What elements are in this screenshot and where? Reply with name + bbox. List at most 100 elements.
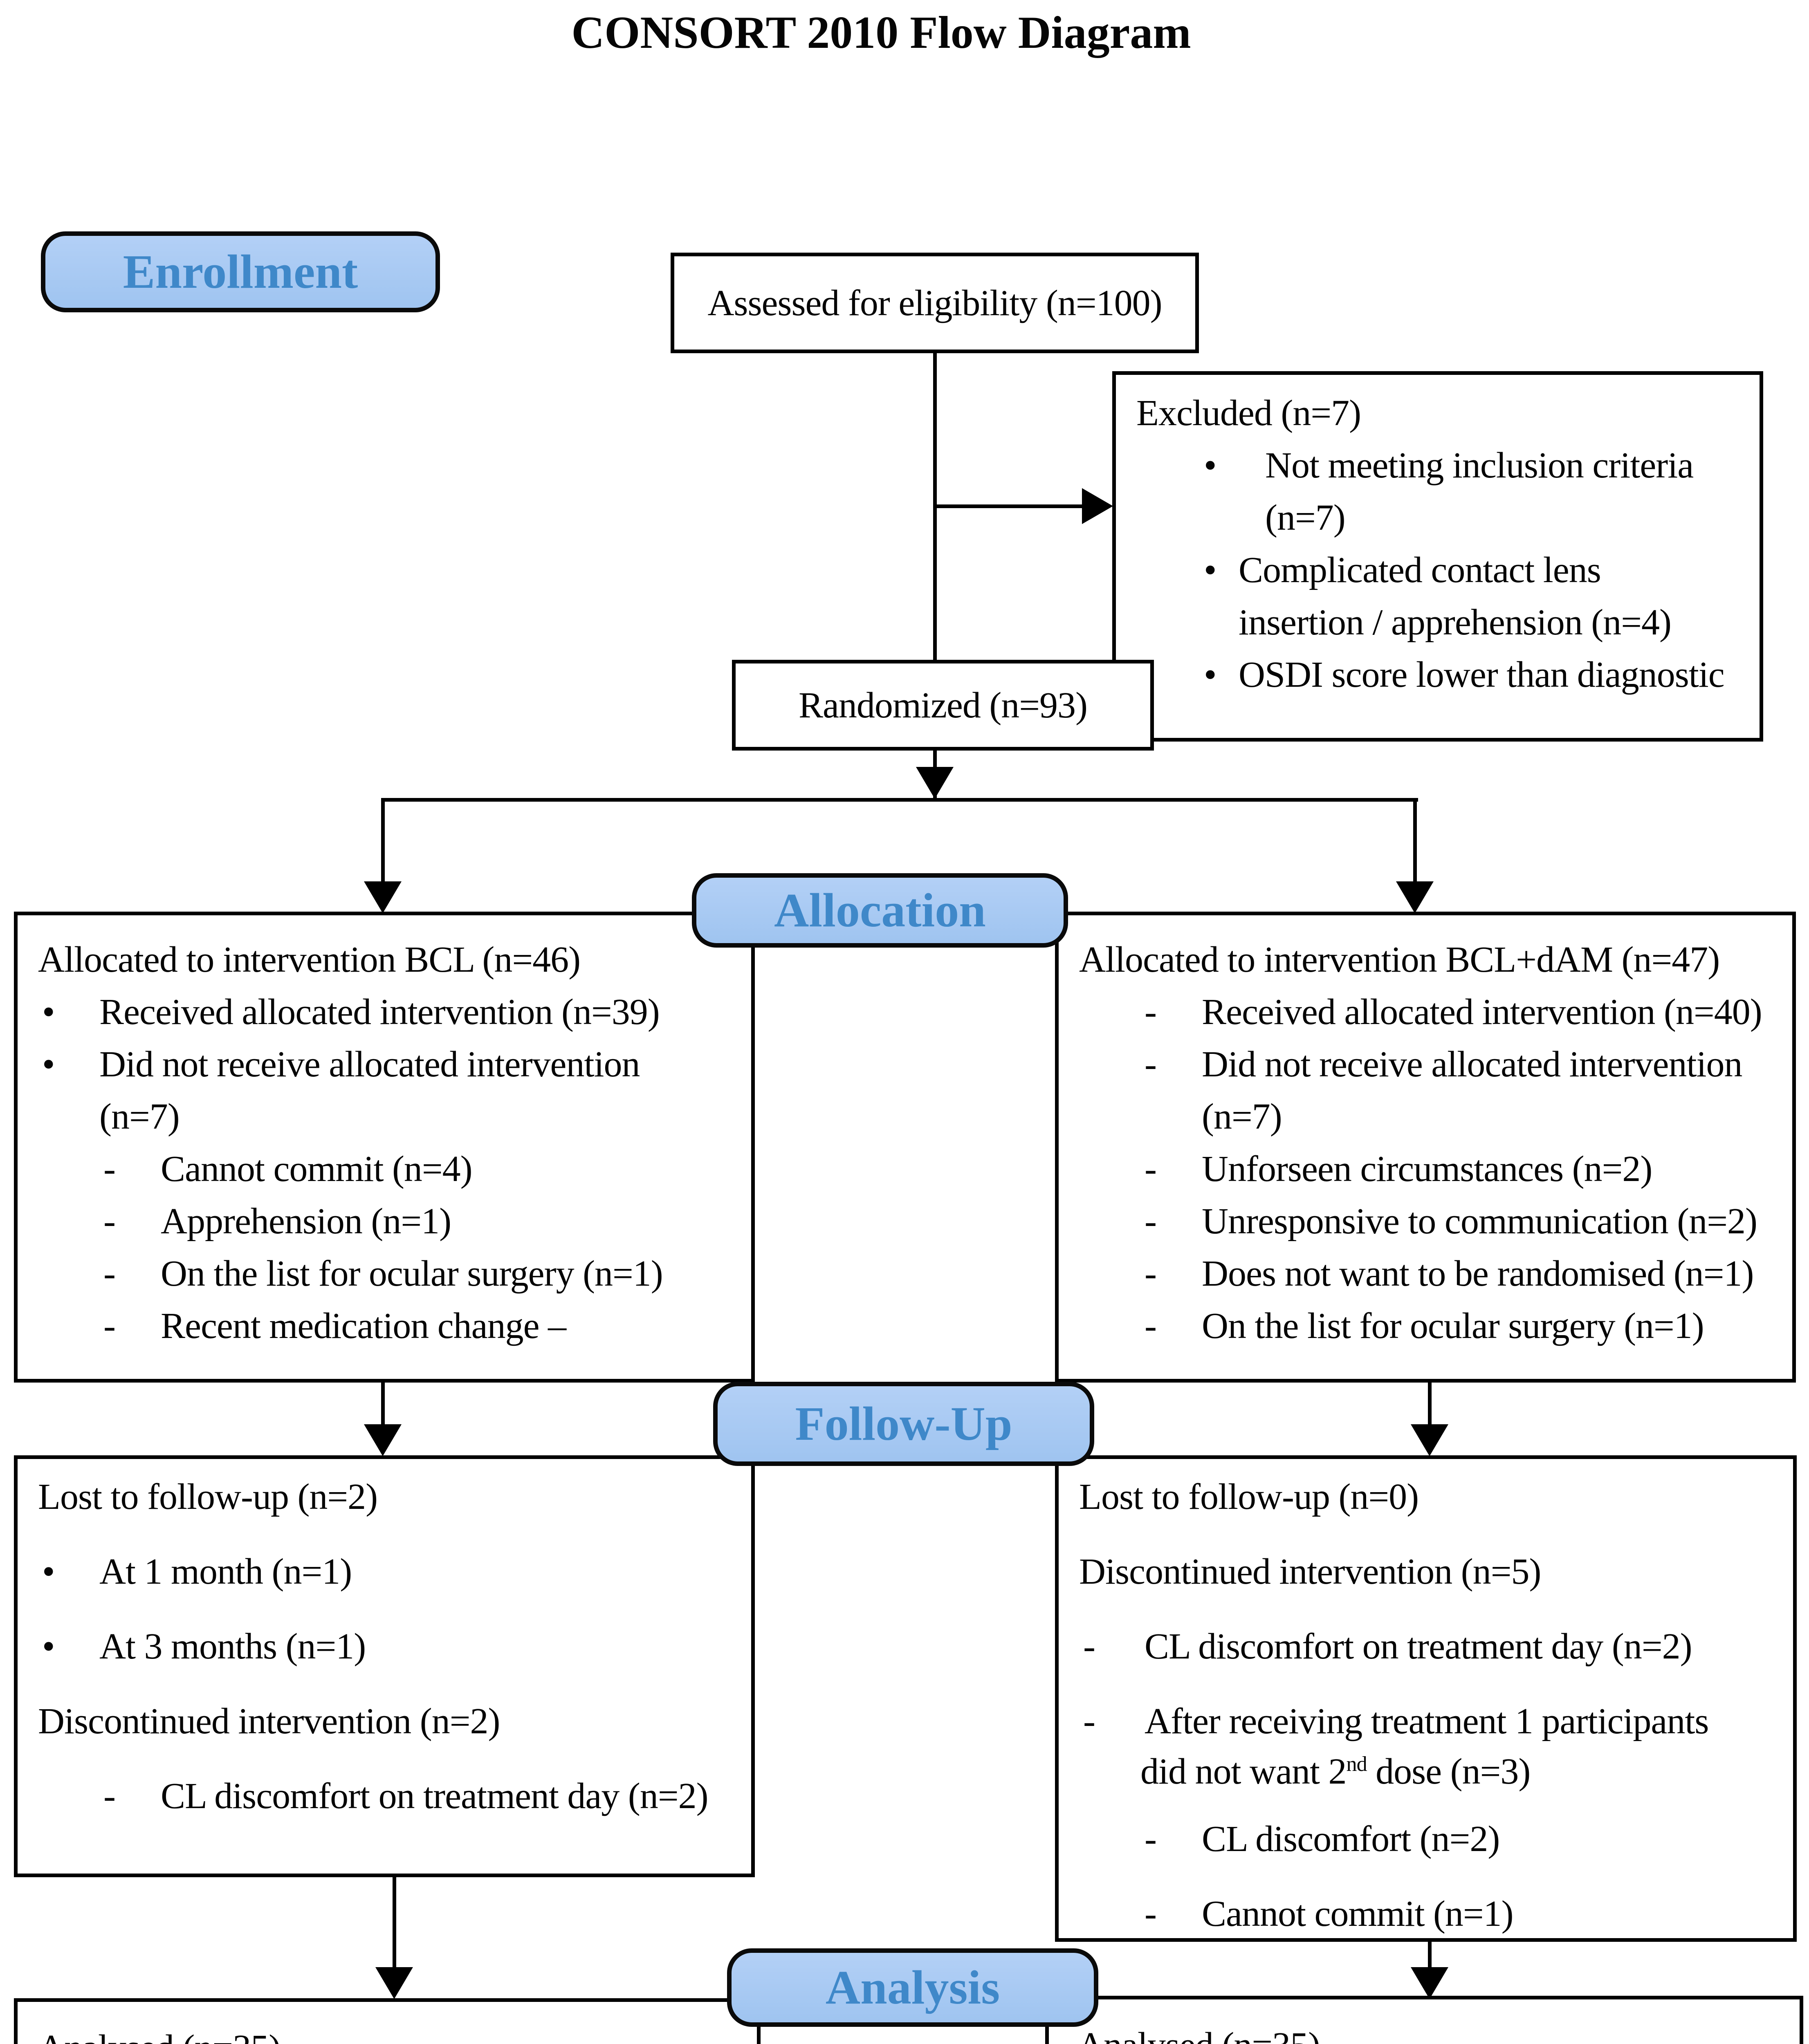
bullet-icon: • [42,1626,55,1667]
flow-text: (n=7) [99,1096,180,1137]
flow-line: -Received allocated intervention (n=40) [1059,986,1792,1038]
bullet-icon: • [42,1551,55,1592]
flow-line: • Complicated contact lens [1116,544,1760,596]
followup-left-box: Lost to follow-up (n=2) • At 1 month (n=1)… [14,1455,755,1877]
flow-text: Analysed (n=35) [38,2026,281,2044]
flow-line: (n=7) [1116,492,1760,544]
arrowhead-alloc-right-icon [1396,881,1434,913]
flow-line: - Cannot commit (n=4) [18,1143,751,1195]
flow-text: Received allocated intervention (n=40) [1202,992,1762,1032]
allocation-left-box: Allocated to intervention BCL (n=46) • Rec… [14,912,755,1383]
bullet-icon: • [42,1044,55,1085]
flow-line: •Not meeting inclusion criteria [1116,439,1760,492]
flow-text: Received allocated intervention (n=39) [99,992,660,1032]
flow-text: Excluded (n=7) [1136,393,1361,433]
dash-icon: - [1145,1149,1157,1189]
allocation-badge-label: Allocation [774,883,986,937]
arrowhead-alloc-left-icon [364,881,402,913]
flow-line: Excluded (n=7) [1116,387,1760,439]
dash-icon: - [1083,1626,1095,1667]
connector-to-followup-right [1428,1382,1432,1427]
flow-text: On the list for ocular surgery (n=1) [161,1253,663,1294]
arrowhead-followup-left-icon [364,1424,402,1456]
bullet-icon: • [42,992,55,1032]
dash-icon: - [1145,1306,1157,1346]
arrowhead-analysis-left-icon [375,1967,413,1999]
dash-icon: - [1145,1201,1157,1242]
dash-icon: - [1145,1819,1157,1859]
connector-to-alloc-right [1413,798,1417,884]
flow-line: • At 1 month (n=1) [18,1550,751,1593]
bullet-icon: • [1204,550,1217,590]
flow-line: Allocated to intervention BCL+dAM (n=47) [1059,934,1792,986]
flow-line: Discontinued intervention (n=2) [18,1700,751,1743]
flow-text: did not want 2nd dose (n=3) [1140,1751,1531,1792]
allocation-right-box: Allocated to intervention BCL+dAM (n=47)… [1055,912,1796,1383]
randomized-text: Randomized (n=93) [798,685,1088,726]
flow-text: Analysed (n=35) [1077,2024,1320,2044]
flow-text: Cannot commit (n=4) [161,1149,473,1189]
flow-line: - Unresponsive to communication (n=2) [1059,1195,1792,1248]
connector-excluded-branch [933,504,1084,508]
page-title: CONSORT 2010 Flow Diagram [571,7,1191,58]
flow-line: - Did not receive allocated intervention [1059,1038,1792,1091]
flow-line: -Unforseen circumstances (n=2) [1059,1143,1792,1195]
flow-line: -Cannot commit (n=1) [1059,1892,1793,1935]
flow-text: CL discomfort (n=2) [1202,1819,1500,1859]
flow-text: On the list for ocular surgery (n=1) [1202,1306,1704,1346]
flow-line: (n=7) [1059,1091,1792,1143]
flow-text: Discontinued intervention (n=5) [1079,1551,1542,1592]
flow-line: did not want 2nd dose (n=3) [1059,1743,1793,1792]
flow-line: Discontinued intervention (n=5) [1059,1550,1793,1593]
dash-icon: - [103,1253,116,1294]
flow-text: After receiving treatment 1 participants [1145,1701,1709,1741]
flow-text: Allocated to intervention BCL+dAM (n=47) [1079,939,1720,980]
flow-line: - On the list for ocular surgery (n=1) [1059,1300,1792,1352]
flow-line: • Received allocated intervention (n=39) [18,986,751,1038]
flow-line: -After receiving treatment 1 participant… [1059,1700,1793,1743]
excluded-box: Excluded (n=7)•Not meeting inclusion cri… [1112,371,1763,742]
flow-line: -CL discomfort on treatment day (n=2) [1059,1625,1793,1668]
analysis-badge-label: Analysis [825,1961,1000,2014]
dash-icon: - [1145,1044,1157,1085]
flow-line: - CL discomfort on treatment day (n=2) [18,1775,751,1818]
flow-text: Did not receive allocated intervention [1202,1044,1742,1085]
assessed-text: Assessed for eligibility (n=100) [707,282,1162,323]
flow-line: Lost to follow-up (n=0) [1059,1475,1793,1518]
flow-text: Complicated contact lens [1239,550,1601,590]
dash-icon: - [103,1201,116,1242]
flow-line: - CL discomfort (n=2) [1059,1818,1793,1860]
flow-text: Allocated to intervention BCL (n=46) [38,939,581,980]
dash-icon: - [1145,1253,1157,1294]
arrowhead-split-icon [916,767,954,799]
flow-text: Not meeting inclusion criteria [1265,445,1694,486]
flow-line: -Recent medication change – [18,1300,751,1352]
flow-line: •At 3 months (n=1) [18,1625,751,1668]
allocation-badge: Allocation [692,873,1068,948]
dash-icon: - [103,1776,116,1816]
connector-to-analysis-right [1428,1941,1432,1970]
arrowhead-followup-right-icon [1411,1424,1448,1456]
flow-line: - Does not want to be randomised (n=1) [1059,1248,1792,1300]
flow-line: - On the list for ocular surgery (n=1) [18,1248,751,1300]
flow-text: CL discomfort on treatment day (n=2) [161,1776,709,1816]
flow-text: Apprehension (n=1) [161,1201,451,1242]
flow-text: Does not want to be randomised (n=1) [1202,1253,1754,1294]
enrollment-badge-label: Enrollment [123,245,358,298]
followup-badge: Follow-Up [713,1382,1094,1466]
enrollment-badge: Enrollment [41,231,440,312]
connector-to-alloc-left [381,798,385,884]
flow-text: Lost to follow-up (n=0) [1079,1477,1419,1517]
flow-line: • OSDI score lower than diagnostic [1116,649,1760,701]
flow-line: insertion / apprehension (n=4) [1116,596,1760,649]
flow-line: Analysed (n=35) [1049,2024,1800,2044]
flow-line: Lost to follow-up (n=2) [18,1475,751,1518]
bullet-icon: • [1204,654,1217,695]
assessed-box: Assessed for eligibility (n=100) [671,253,1199,353]
flow-text: Unresponsive to communication (n=2) [1202,1201,1757,1242]
dash-icon: - [103,1149,116,1189]
flow-text: At 1 month (n=1) [99,1551,352,1592]
followup-right-box: Lost to follow-up (n=0) Discontinued inte… [1055,1455,1797,1942]
flow-text: OSDI score lower than diagnostic [1239,654,1725,695]
